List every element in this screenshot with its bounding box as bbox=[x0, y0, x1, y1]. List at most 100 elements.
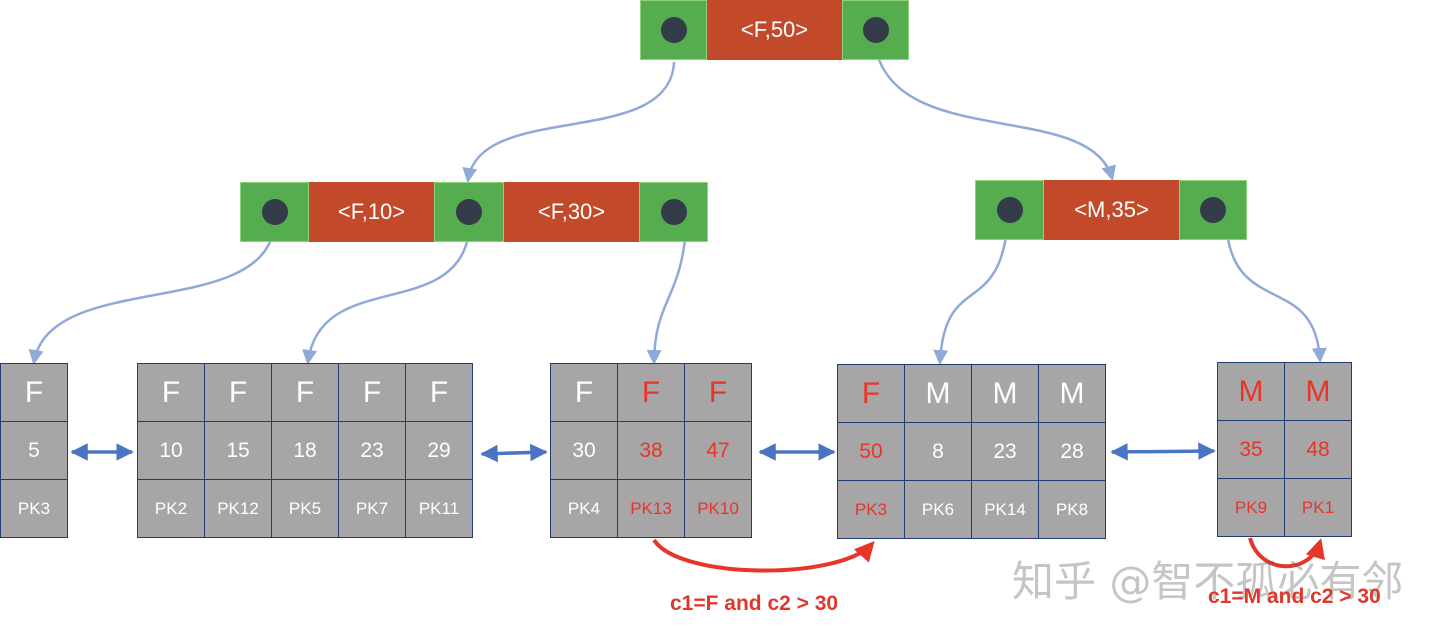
leaf-cell-pk: PK10 bbox=[684, 479, 752, 538]
leaf-cell-c1: F bbox=[405, 363, 473, 422]
leaf-cell-pk: PK11 bbox=[405, 479, 473, 538]
leaf-cell-c1: M bbox=[1217, 362, 1285, 421]
link-root-left bbox=[462, 61, 676, 183]
leaf-cell-pk: PK5 bbox=[271, 479, 339, 538]
leaf-cell-pk: PK12 bbox=[204, 479, 272, 538]
leaf-cell-c2: 35 bbox=[1217, 420, 1285, 479]
leaf-cell-c1: F bbox=[617, 363, 685, 422]
leaf-cell-c1: F bbox=[137, 363, 205, 422]
leaf-cell-pk: PK2 bbox=[137, 479, 205, 538]
internal-right-pointer-0 bbox=[975, 180, 1044, 240]
internal-right-pointer-1 bbox=[1179, 180, 1247, 240]
internal-left-pointer-0 bbox=[240, 182, 309, 242]
link-il-p2 bbox=[646, 229, 688, 365]
leaf-cell-c2: 50 bbox=[837, 422, 905, 481]
root-pointer-left bbox=[640, 0, 707, 60]
leaf-cell-c2: 30 bbox=[550, 421, 618, 480]
pointer-dot-icon bbox=[660, 199, 687, 225]
internal-node-right: <M,35> bbox=[975, 180, 1247, 240]
root-pointer-right bbox=[842, 0, 909, 60]
link-ir-p0 bbox=[933, 219, 1010, 365]
sibling-arrow-2 bbox=[480, 443, 548, 463]
leaf-cell-pk: PK7 bbox=[338, 479, 406, 538]
leaf-cell-c1: F bbox=[837, 364, 905, 423]
leaf-cell-pk: PK13 bbox=[617, 479, 685, 538]
leaf-cell-pk: PK4 bbox=[550, 479, 618, 538]
pointer-dot-icon bbox=[1200, 197, 1226, 223]
link-ir-p1 bbox=[1224, 219, 1327, 363]
watermark: 知乎 @智不孤必有邻 bbox=[1012, 557, 1404, 606]
annotation-query-m: c1=M and c2 > 30 bbox=[1208, 585, 1381, 608]
leaf-cell-c1: F bbox=[684, 363, 752, 422]
leaf-cell-c1: F bbox=[338, 363, 406, 422]
internal-left-key-1: <F,30> bbox=[504, 182, 639, 242]
link-il-p0 bbox=[28, 227, 276, 365]
leaf-cell-c2: 29 bbox=[405, 421, 473, 480]
leaf-cell-c1: M bbox=[971, 364, 1039, 423]
leaf-cell-pk: PK3 bbox=[837, 480, 905, 539]
internal-node-left: <F,10> <F,30> bbox=[240, 182, 708, 242]
leaf-cell-c1: F bbox=[0, 363, 68, 422]
leaf-cell-c1: M bbox=[1038, 364, 1106, 423]
leaf-cell-c2: 5 bbox=[0, 421, 68, 480]
leaf-cell-c1: M bbox=[1284, 362, 1352, 421]
leaf-cell-c1: M bbox=[904, 364, 972, 423]
internal-right-key: <M,35> bbox=[1044, 180, 1179, 240]
pointer-dot-icon bbox=[862, 17, 889, 43]
leaf-cell-c1: F bbox=[204, 363, 272, 422]
internal-left-key-0: <F,10> bbox=[309, 182, 434, 242]
pointer-dot-icon bbox=[660, 17, 687, 43]
leaf-cell-c2: 23 bbox=[971, 422, 1039, 481]
leaf-cell-c2: 10 bbox=[137, 421, 205, 480]
scan-arrow-f bbox=[652, 538, 875, 573]
leaf-cell-c2: 8 bbox=[904, 422, 972, 481]
leaf-cell-c2: 28 bbox=[1038, 422, 1106, 481]
leaf-cell-c2: 18 bbox=[271, 421, 339, 480]
root-key: <F,50> bbox=[707, 0, 842, 60]
leaf-cell-c2: 47 bbox=[684, 421, 752, 480]
pointer-dot-icon bbox=[261, 199, 288, 225]
pointer-dot-icon bbox=[456, 199, 482, 225]
link-root-right bbox=[874, 49, 1116, 181]
leaf-cell-c2: 48 bbox=[1284, 420, 1352, 479]
leaf-cell-c2: 23 bbox=[338, 421, 406, 480]
leaf-cell-c1: F bbox=[271, 363, 339, 422]
sibling-arrow-4 bbox=[1110, 442, 1216, 461]
leaf-cell-c2: 15 bbox=[204, 421, 272, 480]
leaf-cell-pk: PK8 bbox=[1038, 480, 1106, 539]
leaf-cell-pk: PK1 bbox=[1284, 478, 1352, 537]
leaf-cell-pk: PK14 bbox=[971, 480, 1039, 539]
root-node: <F,50> bbox=[640, 0, 909, 60]
leaf-cell-c2: 38 bbox=[617, 421, 685, 480]
pointer-dot-icon bbox=[996, 197, 1023, 223]
internal-left-pointer-1 bbox=[434, 182, 504, 242]
leaf-cell-c1: F bbox=[550, 363, 618, 422]
link-il-p1 bbox=[302, 237, 470, 365]
leaf-cell-pk: PK6 bbox=[904, 480, 972, 539]
leaf-cell-pk: PK3 bbox=[0, 479, 68, 538]
annotation-query-f: c1=F and c2 > 30 bbox=[670, 592, 839, 615]
leaf-cell-pk: PK9 bbox=[1217, 478, 1285, 537]
